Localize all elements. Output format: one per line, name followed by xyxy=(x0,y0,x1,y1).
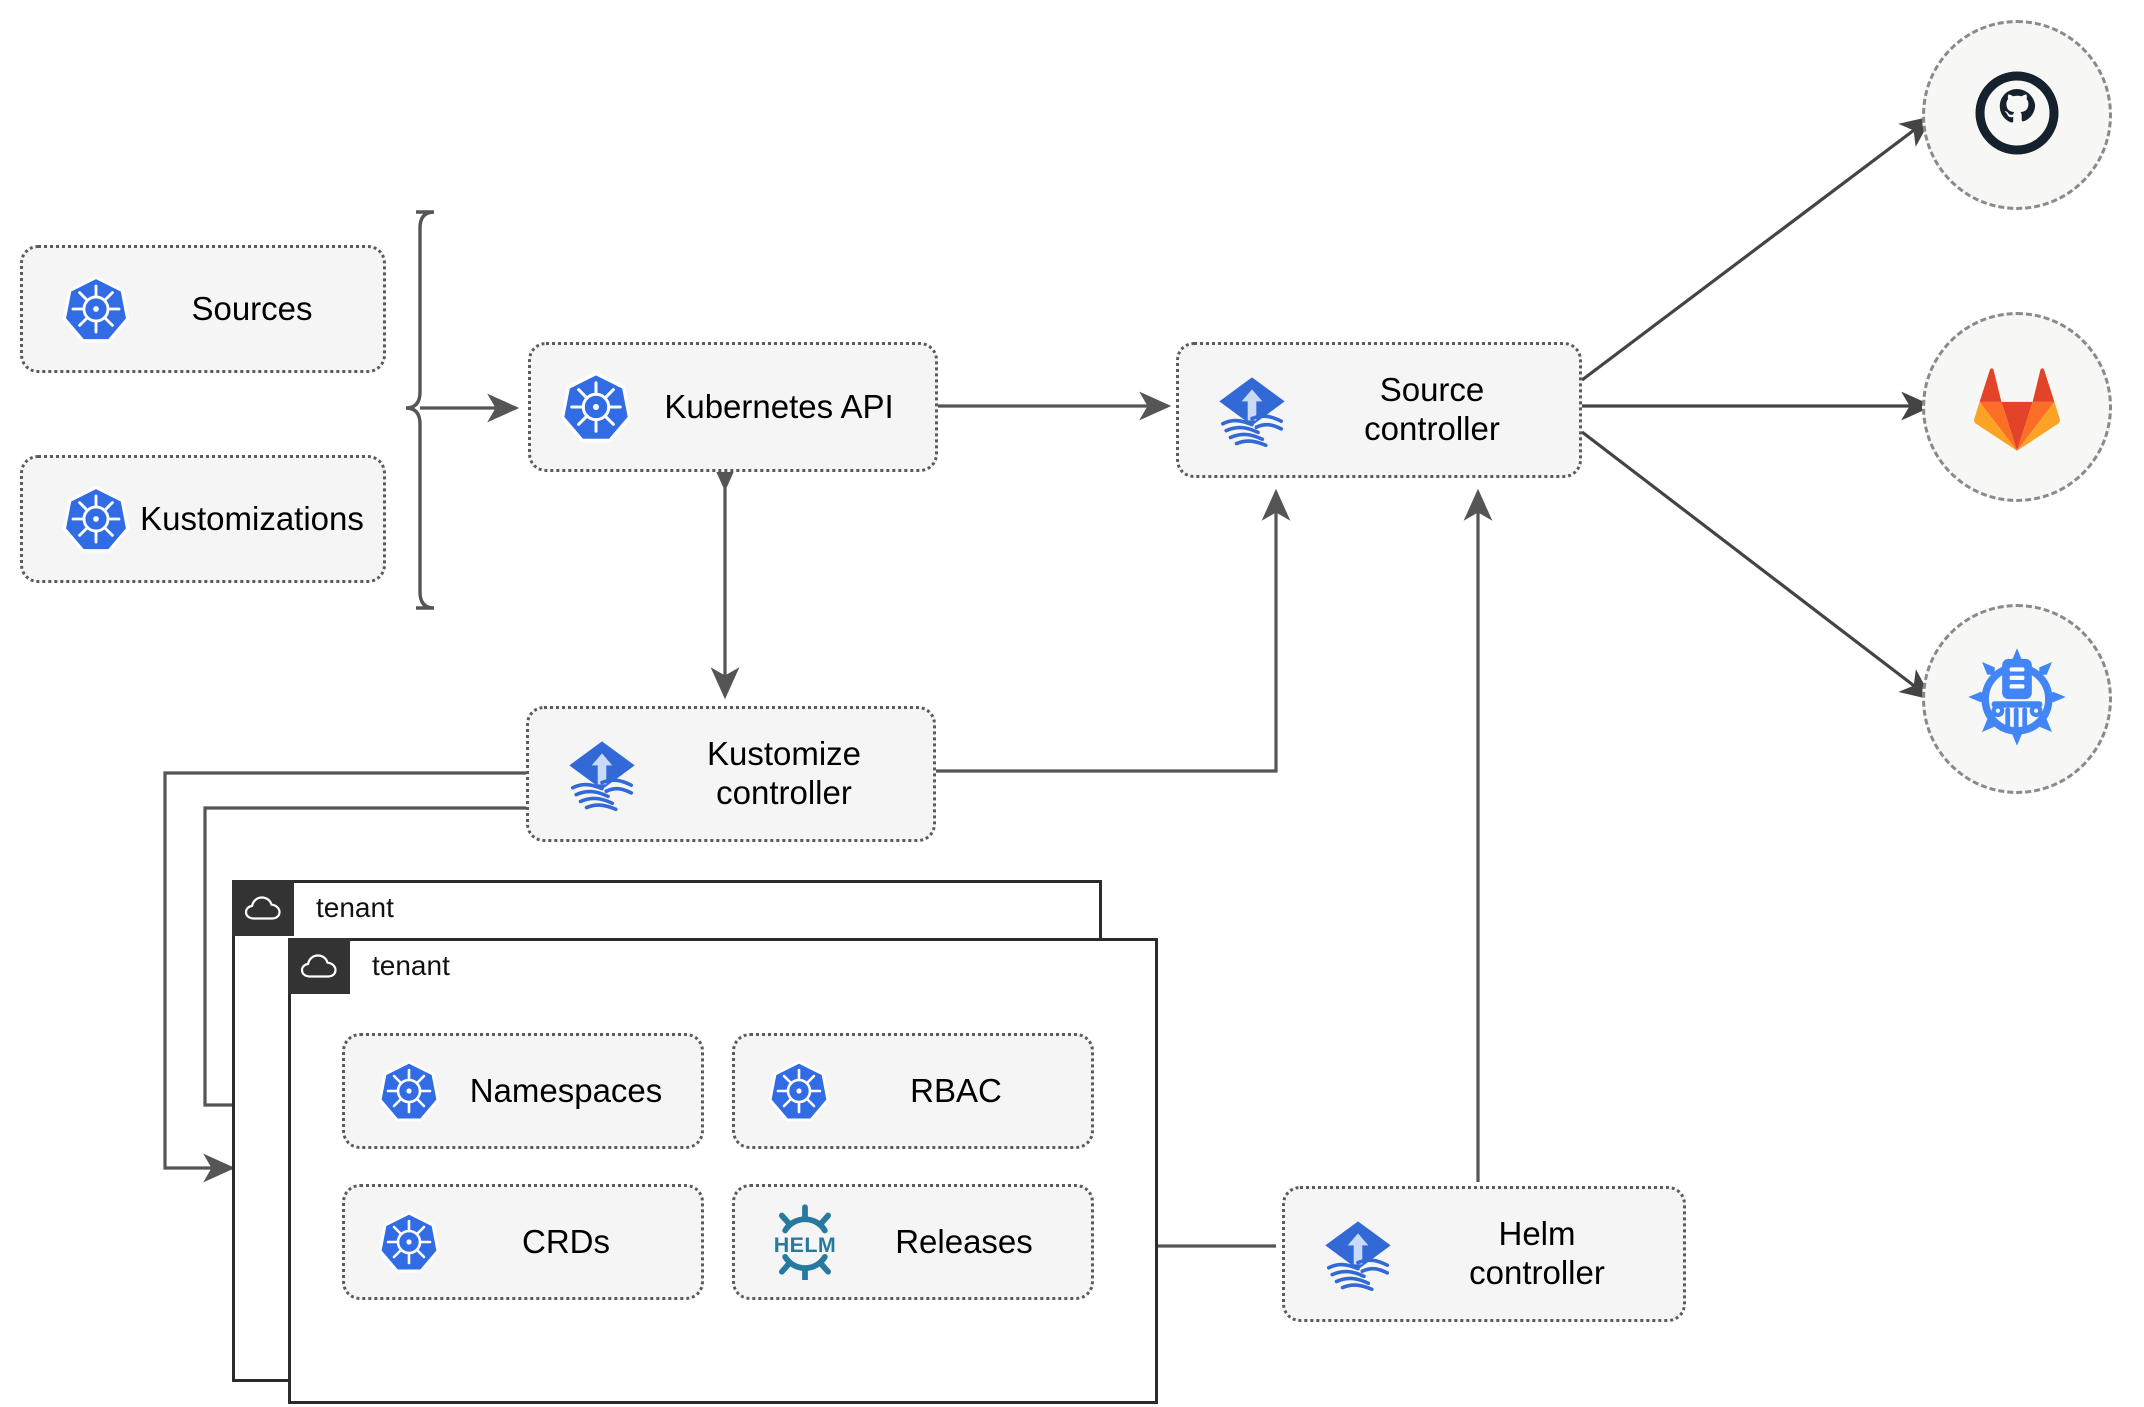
flux-icon xyxy=(559,731,645,817)
node-label: Kubernetes API xyxy=(664,387,894,425)
kubernetes-icon xyxy=(61,274,131,344)
node-label: Releases xyxy=(895,1222,1033,1260)
provider-github[interactable] xyxy=(1922,20,2112,210)
tenant-frame-inner: tenant xyxy=(288,938,1158,1404)
wire-source-harbor xyxy=(1581,430,1933,700)
node-namespaces[interactable]: Namespaces xyxy=(342,1033,704,1149)
node-sources[interactable]: Sources xyxy=(20,245,386,373)
helm-icon: HELM xyxy=(763,1204,847,1280)
flux-icon xyxy=(1209,367,1295,453)
kubernetes-icon xyxy=(377,1059,441,1123)
kubernetes-icon xyxy=(767,1059,831,1123)
kubernetes-icon xyxy=(61,484,131,554)
wire-source-github xyxy=(1581,116,1933,382)
node-label: Sources xyxy=(191,289,313,327)
node-source-controller[interactable]: Source controller xyxy=(1176,342,1582,478)
node-label: Namespaces xyxy=(469,1071,663,1109)
node-kustomize-controller[interactable]: Kustomize controller xyxy=(526,706,936,842)
provider-gitlab[interactable] xyxy=(1922,312,2112,502)
node-label: CRDs xyxy=(522,1222,610,1260)
tenant-label: tenant xyxy=(372,950,450,981)
cloud-icon xyxy=(288,938,350,994)
node-label: Kustomize controller xyxy=(706,735,862,811)
tenant-header-inner: tenant xyxy=(288,938,450,994)
node-label: Source controller xyxy=(1364,371,1500,447)
node-helm-controller[interactable]: Helm controller xyxy=(1282,1186,1686,1322)
kubernetes-icon xyxy=(377,1210,441,1274)
flux-icon xyxy=(1315,1211,1401,1297)
kubernetes-icon xyxy=(559,370,633,444)
wire-kustomize-source xyxy=(936,488,1291,773)
node-crds[interactable]: CRDs xyxy=(342,1184,704,1300)
provider-harbor[interactable] xyxy=(1922,604,2112,794)
harbor-icon xyxy=(1964,644,2070,755)
tenant-header-outer: tenant xyxy=(232,880,394,936)
node-kustomizations[interactable]: Kustomizations xyxy=(20,455,386,583)
node-label: RBAC xyxy=(910,1071,1002,1109)
node-kubernetes-api[interactable]: Kubernetes API xyxy=(528,342,938,472)
node-rbac[interactable]: RBAC xyxy=(732,1033,1094,1149)
node-label: Kustomizations xyxy=(140,499,364,537)
node-releases[interactable]: HELM Releases xyxy=(732,1184,1094,1300)
node-label: Helm controller xyxy=(1469,1215,1605,1291)
gitlab-icon xyxy=(1965,355,2069,460)
group-bracket xyxy=(405,210,435,610)
github-icon xyxy=(1967,63,2067,168)
svg-text:HELM: HELM xyxy=(774,1233,836,1257)
cloud-icon xyxy=(232,880,294,936)
tenant-label: tenant xyxy=(316,892,394,923)
